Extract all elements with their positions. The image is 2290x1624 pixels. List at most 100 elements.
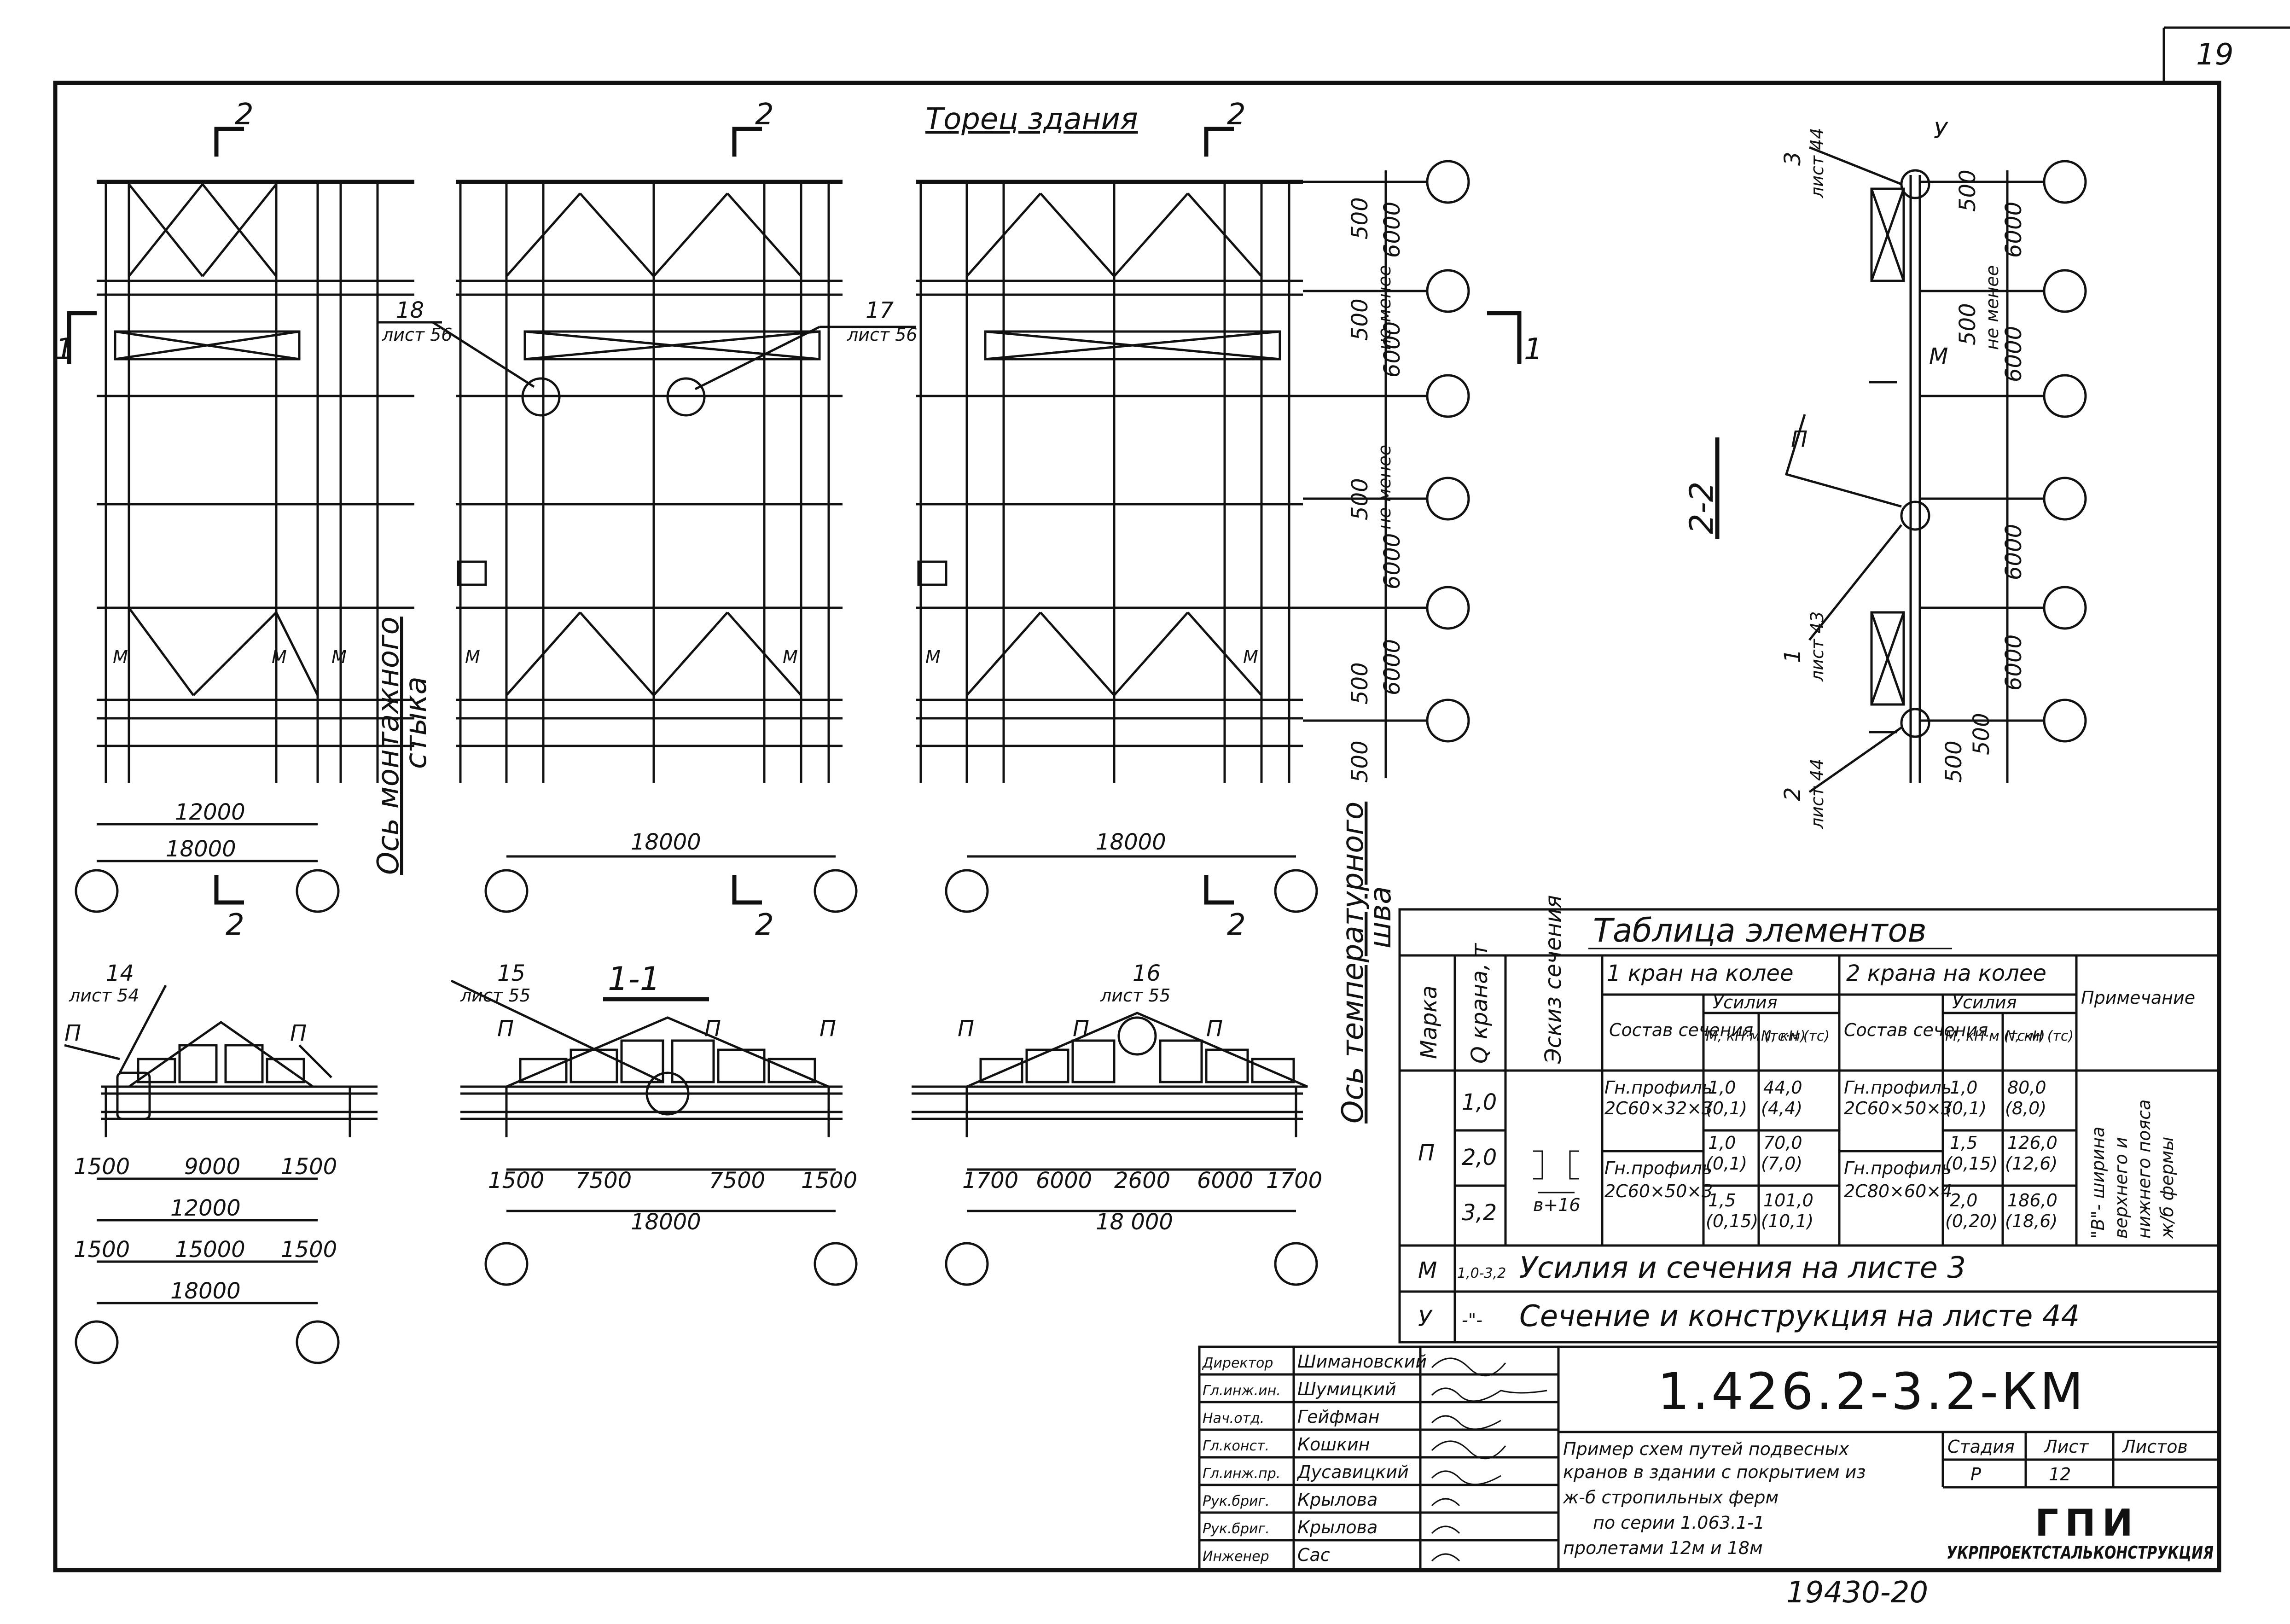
section-mark-2-label: 2	[1227, 908, 1246, 942]
table-header-sketch: Эскиз сечения	[1540, 895, 1566, 1064]
tb-role-8: Инженер	[1203, 1548, 1269, 1565]
mark-p: П	[497, 1016, 514, 1042]
two-m-1b: (0,1)	[1945, 1098, 1987, 1118]
section-marks-2	[67, 127, 1522, 905]
tb-sheet: 12	[2049, 1464, 2071, 1484]
plan-dim-18000: 18000	[1096, 829, 1166, 855]
one-m-1: 1,0	[1708, 1077, 1736, 1098]
tb-name-2: Шумицкий	[1297, 1379, 1396, 1399]
dim-500: 500	[1969, 713, 1994, 755]
dim-c-1: 1700	[962, 1168, 1018, 1193]
two-m-2: 1,5	[1950, 1133, 1977, 1153]
plan-dim-12000: 12000	[175, 799, 245, 825]
dim-a-2: 9000	[184, 1154, 240, 1180]
plan-view-2	[456, 180, 843, 783]
callout-15-number: 15	[497, 960, 525, 986]
section-mark-2-label: 2	[755, 98, 774, 132]
tb-name-1: Шимановский	[1297, 1351, 1427, 1372]
two-sect-a-1: Гн.профиль	[1844, 1077, 1952, 1098]
two-m-2b: (0,15)	[1945, 1153, 1998, 1174]
note-line-4: ж/б фермы	[2157, 1137, 2177, 1239]
section-sketch	[1533, 1150, 1579, 1193]
truss-section-b	[450, 979, 858, 1286]
mark-p: П	[290, 1020, 307, 1046]
one-n-2b: (7,0)	[1761, 1153, 1802, 1174]
two-n-2: 126,0	[2007, 1133, 2058, 1153]
mark-m: М	[1929, 343, 1948, 369]
dim-500: 500	[1347, 740, 1373, 783]
sheet-frame	[53, 26, 2290, 1572]
one-sect-a-2: 2С60×32×3	[1604, 1098, 1713, 1118]
tb-name-4: Кошкин	[1297, 1434, 1370, 1455]
callout-2-number: 2	[1780, 787, 1806, 801]
two-n-1: 80,0	[2007, 1077, 2046, 1098]
two-n-3: 186,0	[2007, 1190, 2058, 1211]
two-sect-a-2: 2С60×50×3	[1844, 1098, 1952, 1118]
section-1-1-label: 1-1	[608, 960, 660, 998]
one-m-2: 1,0	[1708, 1133, 1736, 1153]
org-logo: ГПИ	[2035, 1502, 2139, 1544]
table-header-m: M, кН·м (тс·м)	[1706, 1028, 1806, 1044]
desc-line-4: по серии 1.063.1-1	[1593, 1513, 1765, 1533]
table-title: Таблица элементов	[1593, 912, 1927, 949]
dim-6000: 6000	[1379, 639, 1405, 695]
table-header-sostav-2: Состав сечения	[1844, 1020, 1988, 1040]
dim-500: 500	[1347, 478, 1373, 520]
dim-500: 500	[1955, 169, 1981, 212]
callout-18-number: 18	[396, 297, 424, 323]
dim-a-3: 1500	[281, 1154, 337, 1180]
note-line-2: верхнего и	[2111, 1137, 2131, 1239]
dim-b-1: 1500	[488, 1168, 544, 1193]
tb-role-3: Нач.отд.	[1203, 1410, 1264, 1426]
mark-p: П	[704, 1016, 721, 1042]
callout-14-number: 14	[106, 960, 134, 986]
mark-p: П	[1073, 1016, 1089, 1042]
section-mark-2-label: 2	[1227, 98, 1246, 132]
one-m-3b: (0,15)	[1706, 1211, 1758, 1231]
table-header-mark: Марка	[1416, 985, 1442, 1059]
title-block-grid	[1198, 1345, 2220, 1572]
section-mark-2-label: 2	[755, 908, 774, 942]
desc-line-1: Пример схем путей подвесных	[1563, 1439, 1849, 1459]
one-n-3: 101,0	[1763, 1190, 1813, 1211]
tb-stage: Р	[1970, 1464, 1981, 1484]
dim-6000: 6000	[1379, 202, 1405, 258]
one-n-1b: (4,4)	[1761, 1098, 1802, 1118]
callout-1-sheet: лист 43	[1807, 611, 1827, 682]
row-u-mark: У	[1418, 1306, 1433, 1332]
dim-6000: 6000	[1379, 533, 1405, 589]
two-n-1b: (8,0)	[2005, 1098, 2046, 1118]
table-header-m-2: M, кН·м (тс·м)	[1945, 1028, 2045, 1044]
table-header-q: Q крана, т	[1467, 943, 1493, 1064]
mark-u: У	[1934, 118, 1948, 144]
elements-table-grid	[1398, 908, 2220, 1344]
mark-p: П	[958, 1016, 974, 1042]
dim-500: 500	[1347, 662, 1373, 704]
tb-role-1: Директор	[1202, 1355, 1273, 1371]
mark-p: П	[64, 1020, 81, 1046]
one-m-3: 1,5	[1708, 1190, 1736, 1211]
table-header-n-2: N, кН (тс)	[2005, 1028, 2074, 1044]
dim-b-3: 7500	[709, 1168, 765, 1193]
dim-c-4: 6000	[1197, 1168, 1253, 1193]
plan-dim-18000: 18000	[631, 829, 701, 855]
axis-bubbles-bottom	[75, 823, 1318, 913]
callout-16-number: 16	[1133, 960, 1161, 986]
tb-role-6: Рук.бриг.	[1203, 1493, 1270, 1509]
bottom-number: 19430-20	[1786, 1576, 1928, 1610]
row-p-q-2: 2,0	[1462, 1145, 1497, 1170]
mark-m: М	[113, 647, 128, 667]
dim-b-4: 1500	[801, 1168, 857, 1193]
callout-15-sheet: лист 55	[460, 985, 530, 1006]
dim-c-total: 18 000	[1096, 1209, 1173, 1235]
table-header-n: N, кН (тс)	[1761, 1028, 1830, 1044]
row-u-text: Сечение и конструкция на листе 44	[1519, 1299, 2080, 1333]
callout-2-sheet: лист 44	[1807, 759, 1827, 829]
one-n-1: 44,0	[1763, 1077, 1802, 1098]
row-p-q-3: 3,2	[1462, 1200, 1497, 1226]
tb-name-6: Крылова	[1297, 1490, 1377, 1510]
callout-14-sheet: лист 54	[69, 985, 139, 1006]
tb-header-sheets: Листов	[2121, 1437, 2188, 1457]
mark-m: М	[925, 647, 941, 667]
note-line-3: нижнего пояса	[2134, 1100, 2154, 1239]
